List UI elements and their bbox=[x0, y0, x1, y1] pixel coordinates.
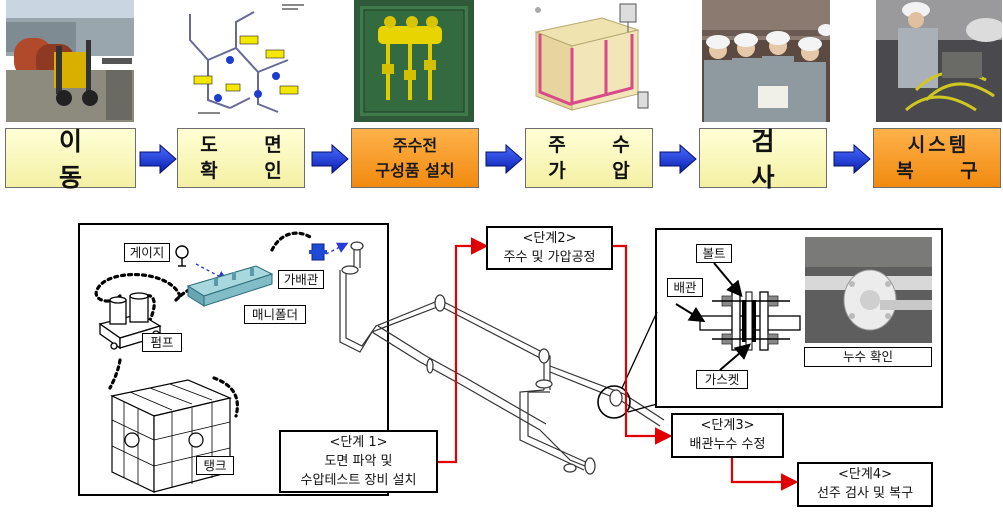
step-system-restore: 시스템 복 구 bbox=[873, 128, 1001, 188]
step-system-restore-line2: 복 구 bbox=[896, 160, 998, 182]
leak-check-photo bbox=[805, 237, 932, 343]
step-drawing-check-line2: 확 인 bbox=[200, 160, 302, 182]
stage2-line1: 주수 및 가압공정 bbox=[503, 250, 596, 265]
stage4-line1: 선주 검사 및 복구 bbox=[816, 486, 914, 501]
step-fill-pressurize-line2: 가 압 bbox=[548, 160, 650, 182]
pump-label: 펌프 bbox=[142, 333, 182, 352]
step-move: 이 동 bbox=[5, 127, 136, 192]
step-drawing-check-line1: 도 면 bbox=[200, 134, 302, 156]
photo-component-installation bbox=[354, 0, 474, 122]
temp-pipe-label: 가배관 bbox=[278, 270, 324, 289]
bolt-label: 볼트 bbox=[696, 244, 732, 263]
stage2-title: <단계2> bbox=[522, 231, 577, 246]
stage1-box: <단계 1> 도면 파악 및 수압테스트 장비 설치 bbox=[279, 430, 438, 493]
photo-water-pressurization bbox=[528, 0, 650, 122]
tank-label: 탱크 bbox=[196, 456, 234, 475]
step-drawing-check: 도 면 확 인 bbox=[177, 128, 305, 188]
temporary-pipe-icon bbox=[309, 243, 327, 261]
step-component-install-line2: 구성품 설치 bbox=[375, 161, 455, 180]
step-inspection: 검 사 bbox=[699, 127, 827, 192]
tank-icon bbox=[110, 379, 232, 493]
photo-system-restoration bbox=[876, 0, 1002, 122]
stage3-box: <단계3> 배관누수 수정 bbox=[671, 413, 784, 458]
gasket-label: 가스켓 bbox=[696, 370, 748, 389]
leak-check-label: 누수 확인 bbox=[804, 347, 932, 367]
gauge-label: 게이지 bbox=[124, 243, 170, 262]
next-arrow-icon bbox=[659, 144, 697, 174]
stage3-line1: 배관누수 수정 bbox=[689, 437, 766, 452]
step-move-label: 이 동 bbox=[58, 127, 106, 192]
step-component-install-line1: 주수전 bbox=[392, 136, 438, 155]
step-component-install: 주수전 구성품 설치 bbox=[351, 128, 479, 188]
manifold-label: 매니폴더 bbox=[244, 305, 306, 324]
next-arrow-icon bbox=[485, 144, 523, 174]
manifold-icon bbox=[186, 265, 274, 307]
stage1-line1: 도면 파악 및 bbox=[324, 454, 393, 469]
stage2-box: <단계2> 주수 및 가압공정 bbox=[486, 226, 613, 270]
pump-icon bbox=[98, 292, 162, 350]
next-arrow-icon bbox=[311, 144, 349, 174]
photo-forklift-transport bbox=[6, 0, 134, 122]
photo-inspection-team bbox=[702, 0, 830, 122]
gauge-icon bbox=[175, 245, 189, 267]
photo-piping-drawing bbox=[178, 0, 310, 122]
stage1-line2: 수압테스트 장비 설치 bbox=[300, 473, 417, 488]
stage4-box: <단계4> 선주 검사 및 복구 bbox=[797, 462, 933, 507]
stage3-title: <단계3> bbox=[700, 418, 755, 433]
step-fill-pressurize: 주 수 가 압 bbox=[525, 128, 653, 188]
step-inspection-label: 검 사 bbox=[751, 127, 799, 192]
stage4-title: <단계4> bbox=[838, 467, 892, 482]
stage1-title: <단계 1> bbox=[329, 435, 388, 450]
step-system-restore-line1: 시스템 bbox=[907, 134, 970, 156]
next-arrow-icon bbox=[833, 144, 871, 174]
flange-schematic bbox=[675, 262, 801, 371]
step-fill-pressurize-line1: 주 수 bbox=[548, 134, 650, 156]
next-arrow-icon bbox=[139, 144, 177, 174]
pipe-label: 배관 bbox=[667, 278, 703, 297]
